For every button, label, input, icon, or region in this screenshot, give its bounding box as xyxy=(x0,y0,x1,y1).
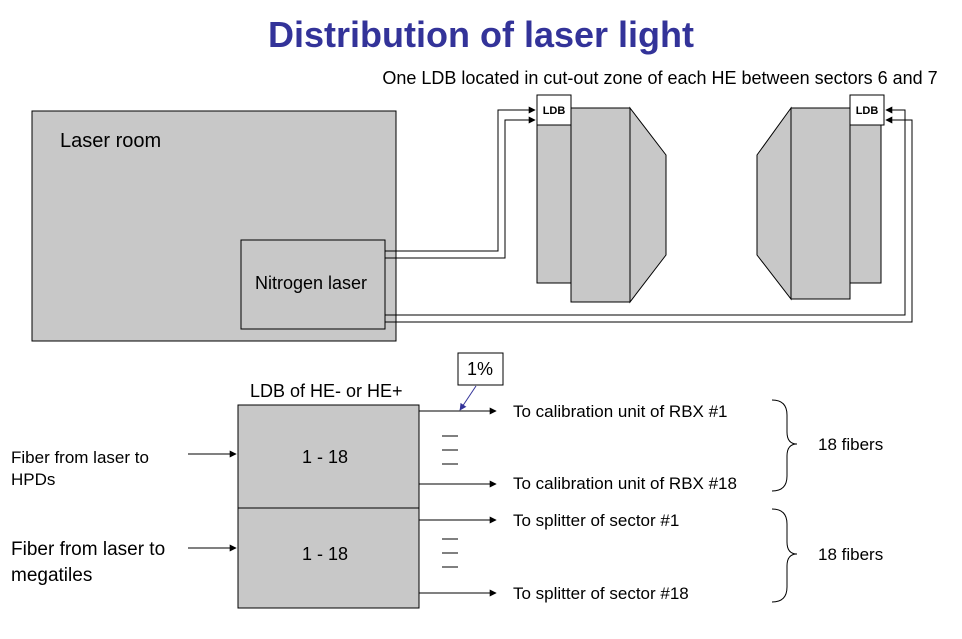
upper-fiber-count: 18 fibers xyxy=(818,435,883,454)
output-upper-ellipsis xyxy=(442,435,458,465)
brace-upper xyxy=(771,399,798,492)
upper-block-label: 1 - 18 xyxy=(302,447,348,467)
lower-block-label: 1 - 18 xyxy=(302,544,348,564)
page-title: Distribution of laser light xyxy=(268,14,694,55)
nitrogen-laser-label: Nitrogen laser xyxy=(255,273,367,293)
percent-box xyxy=(457,352,504,386)
ldb-location-note: One LDB located in cut-out zone of each … xyxy=(382,68,937,88)
he-right-detector xyxy=(756,106,882,301)
ldb-right-box xyxy=(849,94,885,126)
ldb-left-box xyxy=(536,94,572,126)
output-lower-first-label: To splitter of sector #1 xyxy=(513,511,679,530)
nitrogen-laser-box xyxy=(240,239,386,330)
input-megatiles-label-line1: Fiber from laser to xyxy=(11,539,165,560)
fiber-to-right-ldb xyxy=(385,106,913,323)
percent-label: 1% xyxy=(467,359,493,379)
brace-lower xyxy=(771,508,798,603)
ldb-right-label: LDB xyxy=(856,105,879,117)
he-left-detector xyxy=(536,106,667,304)
laser-room-label: Laser room xyxy=(60,130,161,152)
output-lower-last-label: To splitter of sector #18 xyxy=(513,584,689,603)
input-hpd-label-line1: Fiber from laser to xyxy=(11,448,149,467)
ldb-section-label: LDB of HE- or HE+ xyxy=(250,381,403,401)
input-hpd-label-line2: HPDs xyxy=(11,470,55,489)
output-upper-first-label: To calibration unit of RBX #1 xyxy=(513,402,728,421)
output-lower-ellipsis xyxy=(442,538,458,568)
output-upper-last-label: To calibration unit of RBX #18 xyxy=(513,474,737,493)
ldb-lower-block xyxy=(237,507,420,609)
percent-arrow xyxy=(459,385,477,411)
ldb-upper-block xyxy=(237,404,420,509)
input-megatiles-label-line2: megatiles xyxy=(11,565,92,586)
lower-fiber-count: 18 fibers xyxy=(818,545,883,564)
fiber-to-left-ldb xyxy=(385,106,536,259)
ldb-left-label: LDB xyxy=(543,105,566,117)
